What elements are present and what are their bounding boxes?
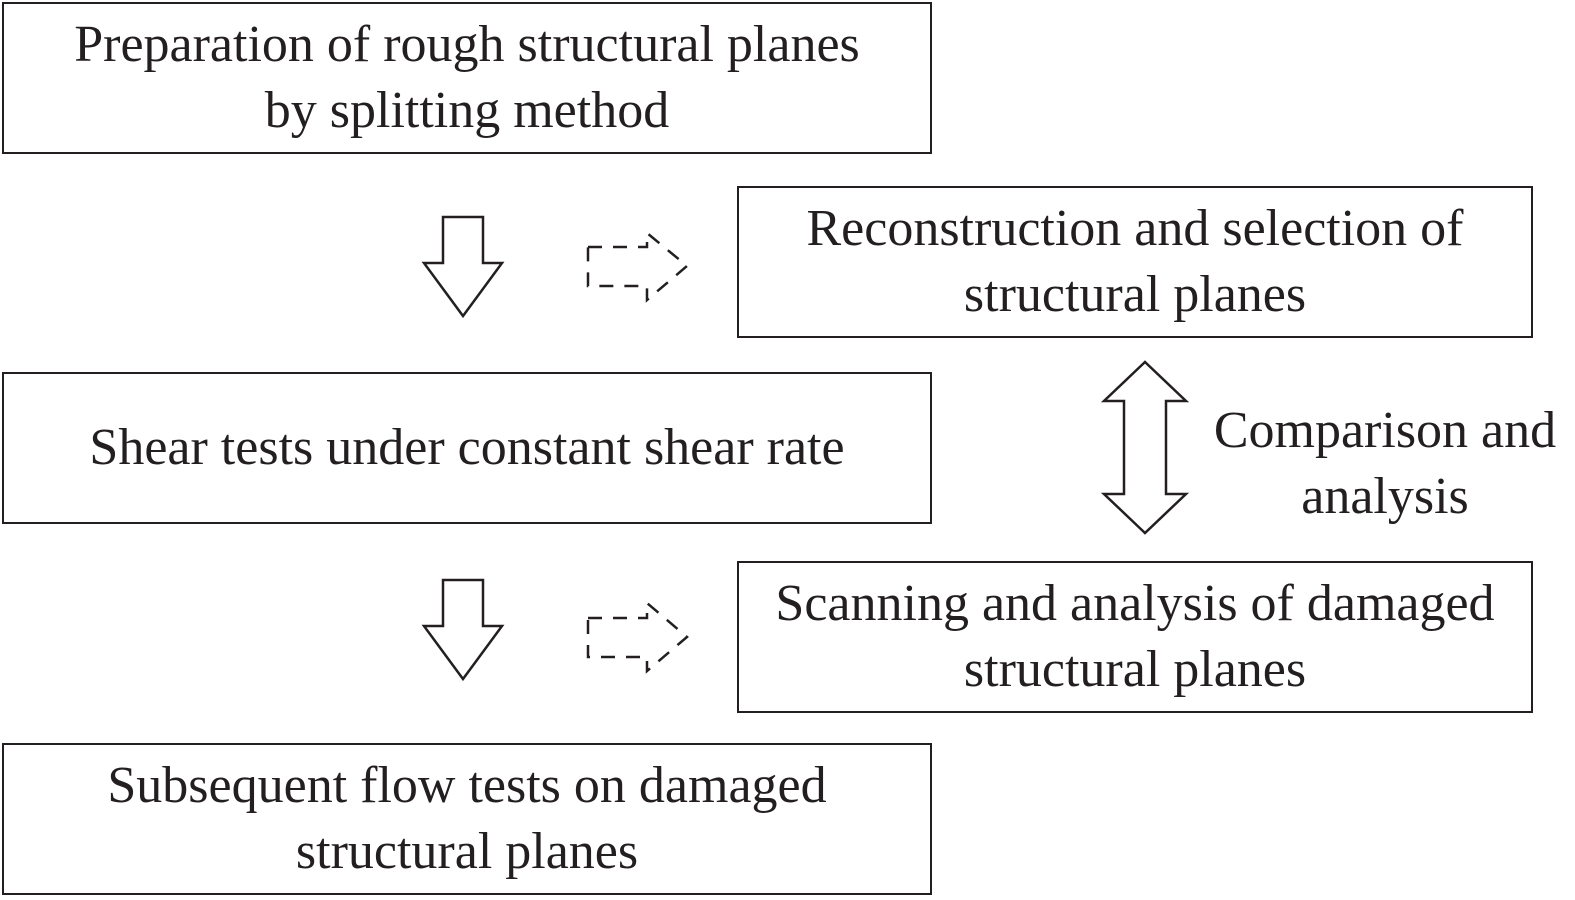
arrow-down-icon bbox=[421, 578, 505, 682]
step-flow-line-2: structural planes bbox=[295, 823, 639, 880]
comparison-label-line-2: analysis bbox=[1301, 468, 1469, 525]
step-reconstruction-line-1: Reconstruction and selection of bbox=[806, 200, 1464, 257]
step-flow-line-1: Subsequent flow tests on damaged bbox=[107, 757, 827, 814]
step-preparation-line-2: by splitting method bbox=[264, 82, 670, 139]
comparison-label-line-1: Comparison and bbox=[1213, 402, 1557, 459]
arrow-down-icon bbox=[421, 215, 505, 319]
step-shear-box: Shear tests under constant shear rate bbox=[2, 372, 932, 524]
step-shear-line-1: Shear tests under constant shear rate bbox=[89, 419, 845, 476]
step-flow-box: Subsequent flow tests on damaged structu… bbox=[2, 743, 932, 895]
step-reconstruction-line-2: structural planes bbox=[963, 266, 1307, 323]
step-scanning-line-1: Scanning and analysis of damaged bbox=[775, 575, 1495, 632]
double-arrow-vertical-icon bbox=[1100, 360, 1190, 535]
comparison-label: Comparison and analysis bbox=[1200, 398, 1570, 530]
step-reconstruction-box: Reconstruction and selection of structur… bbox=[737, 186, 1533, 338]
dashed-arrow-right-icon bbox=[586, 600, 689, 674]
dashed-arrow-right-icon bbox=[586, 230, 689, 303]
step-preparation-box: Preparation of rough structural planes b… bbox=[2, 2, 932, 154]
step-scanning-line-2: structural planes bbox=[963, 641, 1307, 698]
step-scanning-box: Scanning and analysis of damaged structu… bbox=[737, 561, 1533, 713]
step-preparation-line-1: Preparation of rough structural planes bbox=[74, 16, 860, 73]
